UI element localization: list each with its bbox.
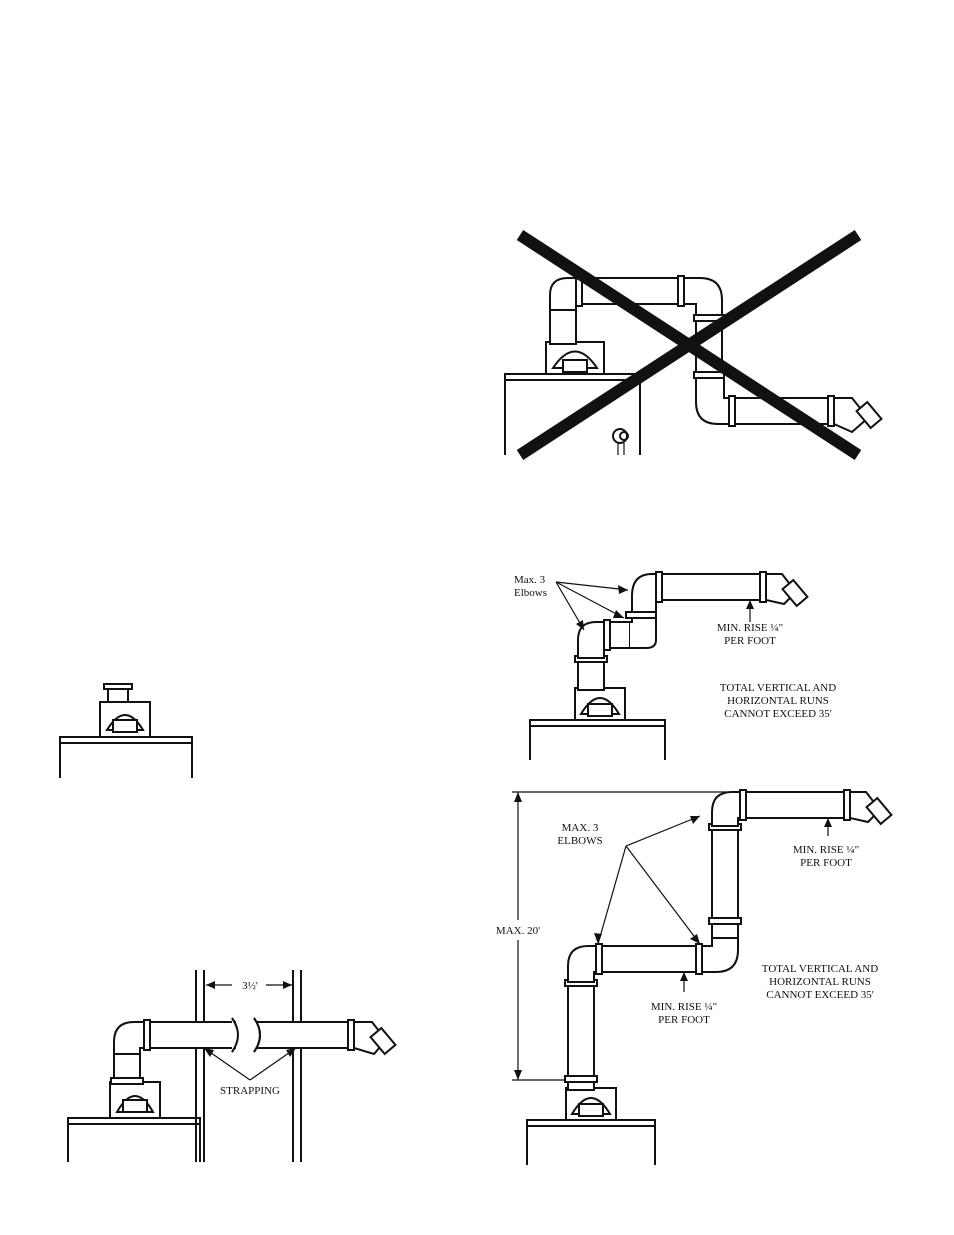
vertical-callout-line2: ELBOWS — [557, 835, 602, 847]
vertical-vent-diagram: MAX. 20' — [496, 790, 892, 1165]
heater-tank — [530, 720, 665, 760]
lower-rise-label-line2: PER FOOT — [658, 1014, 710, 1026]
vertical-note-line3: CANNOT EXCEED 35' — [766, 989, 874, 1001]
max-height-label: MAX. 20' — [496, 925, 540, 937]
vertical-callout-line1: MAX. 3 — [562, 822, 599, 834]
direct-vent-heater-diagram — [60, 684, 192, 778]
vent-pipe — [565, 790, 891, 1090]
top-rise-label-line1: MIN. RISE ¼" — [793, 844, 859, 856]
heater-tank — [60, 737, 192, 778]
incorrect-vent-diagram — [505, 235, 881, 455]
lower-rise-label-line1: MIN. RISE ¼" — [651, 1001, 717, 1013]
vertical-note-line1: TOTAL VERTICAL AND — [762, 963, 878, 975]
draft-hood — [546, 342, 604, 374]
draft-hood — [566, 1088, 616, 1120]
total-runs-note-line2: HORIZONTAL RUNS — [727, 695, 829, 707]
draft-hood — [100, 684, 150, 737]
vertical-note-line2: HORIZONTAL RUNS — [769, 976, 871, 988]
elbows-vent-diagram: Max. 3 Elbows MIN. RISE ¼" PER FOOT TOTA… — [514, 572, 836, 760]
elbows-callout-line1: Max. 3 — [514, 574, 546, 586]
draft-hood — [575, 688, 625, 720]
total-runs-note-line3: CANNOT EXCEED 35' — [724, 708, 832, 720]
strapping-label: STRAPPING — [220, 1085, 280, 1097]
joists — [196, 970, 301, 1162]
spacing-label: 3½' — [242, 980, 258, 992]
total-runs-note-line1: TOTAL VERTICAL AND — [720, 682, 836, 694]
rise-label-line1: MIN. RISE ¼" — [717, 622, 783, 634]
strapping-callout — [204, 1048, 296, 1080]
gas-valve-icon — [613, 429, 628, 455]
top-rise-label-line2: PER FOOT — [800, 857, 852, 869]
rise-label-line2: PER FOOT — [724, 635, 776, 647]
height-dimension — [512, 792, 740, 1080]
heater-tank — [527, 1120, 655, 1165]
draft-hood — [110, 1082, 160, 1118]
elbows-callout-line2: Elbows — [514, 587, 547, 599]
heater-tank — [68, 1118, 200, 1162]
strapping-vent-diagram: 3½' STRAPPING — [68, 970, 395, 1162]
vent-pipe — [111, 1018, 395, 1084]
